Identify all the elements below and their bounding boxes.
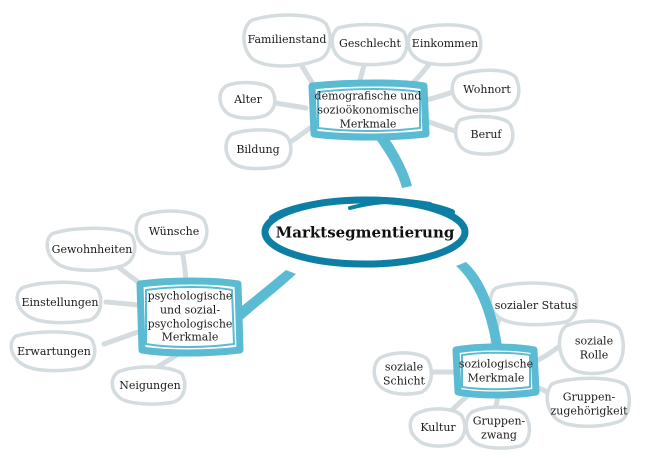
- category-label-psychologisch: psychologische und sozial- psychologisch…: [147, 289, 233, 344]
- bubble-gruppenzugehoerigkeit: [545, 376, 632, 428]
- bubble-gruppenzwang: [464, 405, 532, 450]
- category-box-demografisch-inner: [317, 88, 421, 132]
- bubble-erwartungen: [9, 330, 97, 373]
- category-box-soziologisch-inner: [461, 351, 531, 391]
- bubble-bildung: [224, 128, 293, 171]
- bubble-gewohnheiten: [45, 226, 137, 273]
- leaf-gewohnheiten: Gewohnheiten: [51, 243, 133, 257]
- leaf-gruppenzwang: Gruppen- zwang: [472, 414, 526, 441]
- leaf-soziale-rolle: soziale Rolle: [574, 334, 614, 361]
- leaf-einkommen: Einkommen: [411, 37, 479, 51]
- leaf-bildung: Bildung: [236, 143, 280, 157]
- connector-erwartungen: [101, 329, 141, 347]
- bubble-familienstand: [242, 13, 332, 68]
- category-label-demografisch: demografische und sozioökonomische Merkm…: [314, 89, 422, 130]
- leaf-beruf: Beruf: [470, 128, 502, 142]
- bubble-einstellungen: [15, 280, 103, 325]
- leaf-erwartungen: Erwartungen: [17, 345, 91, 359]
- leaf-kultur: Kultur: [420, 421, 456, 435]
- branch-connector-psychologisch: [234, 270, 296, 320]
- leaf-wohnort: Wohnort: [463, 83, 511, 97]
- bubble-kultur: [408, 407, 467, 448]
- branch-connector-demografisch: [374, 134, 412, 188]
- leaf-soziale-schicht: soziale Schicht: [383, 360, 425, 387]
- category-label-soziologisch: soziologische Merkmale: [458, 357, 534, 384]
- leaf-gruppenzugehoerigkeit: Gruppen- zugehörigkeit: [550, 390, 628, 417]
- leaf-sozialer-status: sozialer Status: [494, 299, 578, 313]
- bubble-alter: [218, 80, 277, 120]
- center-label: Marktsegmentierung: [275, 223, 455, 242]
- connector-einstellungen: [103, 299, 141, 308]
- bubble-soziale-rolle: [557, 319, 626, 376]
- category-box-psychologisch-inner: [145, 286, 235, 348]
- leaf-neigungen: Neigungen: [119, 379, 181, 393]
- leaf-einstellungen: Einstellungen: [21, 296, 99, 310]
- bubble-einkommen: [406, 23, 483, 67]
- bubble-beruf: [454, 114, 515, 156]
- bubble-wuensche: [134, 209, 209, 256]
- leaf-wuensche: Wünsche: [148, 225, 200, 239]
- leaf-familienstand: Familienstand: [247, 33, 327, 47]
- leaf-geschlecht: Geschlecht: [339, 37, 401, 51]
- bubble-geschlecht: [330, 22, 409, 67]
- center-node: [261, 196, 469, 268]
- leaf-alter: Alter: [234, 93, 262, 107]
- branch-connector-soziologisch: [456, 262, 502, 346]
- bubble-wohnort: [450, 68, 521, 113]
- bubble-neigungen: [110, 365, 187, 406]
- bubble-soziale-schicht: [372, 351, 434, 396]
